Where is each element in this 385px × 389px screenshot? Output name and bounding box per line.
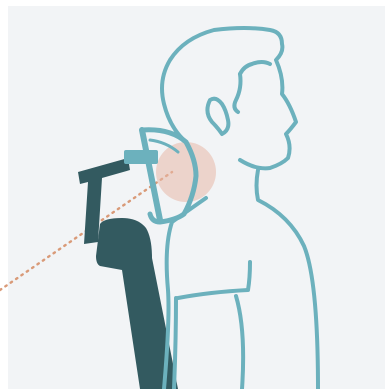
ear-outline xyxy=(207,99,228,134)
torso-outline xyxy=(257,170,319,389)
headrest-bracket-clamp xyxy=(124,150,158,164)
hair-line-outline xyxy=(240,62,270,74)
contact-zone xyxy=(156,142,216,202)
hair-line-outline-2 xyxy=(234,74,240,112)
arm-outline xyxy=(178,262,250,298)
arm-inner-outline xyxy=(236,296,243,389)
back-outline xyxy=(174,298,176,389)
